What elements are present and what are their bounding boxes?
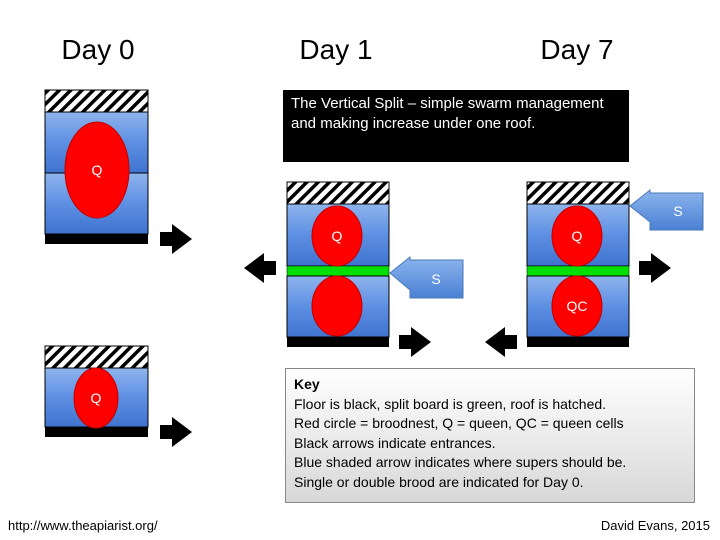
broodnest: [64, 121, 130, 219]
queen-label: Q: [332, 228, 343, 244]
roof: [44, 89, 149, 113]
floor: [527, 337, 629, 347]
entrance-arrow: [639, 253, 671, 283]
entrance-arrow: [160, 224, 192, 254]
key-line: Single or double brood are indicated for…: [294, 473, 584, 490]
footer-author: David Evans, 2015: [600, 518, 710, 533]
key-line: Black arrows indicate entrances.: [294, 434, 496, 451]
roof: [44, 345, 149, 369]
footer-url: http://www.theapiarist.org/: [8, 518, 158, 533]
queen-label: Q: [92, 162, 103, 178]
entrance-arrow: [485, 327, 517, 357]
key-heading: Key: [294, 376, 320, 392]
split-board: [286, 265, 390, 277]
split-board: [526, 265, 630, 277]
super-label: S: [431, 271, 440, 287]
queen-label: Q: [572, 228, 583, 244]
super-arrow: S: [389, 255, 464, 299]
broodnest: [551, 205, 603, 267]
broodnest: [551, 275, 603, 337]
day-1-label: Day 1: [299, 34, 373, 65]
broodnest: [311, 275, 363, 337]
day-0-label: Day 0: [61, 34, 135, 65]
day1-hive: Q: [286, 181, 390, 347]
day0-double-hive: Q: [44, 89, 149, 244]
diagram-title: The Vertical Split – simple swarm manage…: [283, 90, 629, 162]
entrance-arrow: [160, 417, 192, 447]
key-box: Key Floor is black, split board is green…: [285, 368, 695, 503]
key-line: Blue shaded arrow indicates where supers…: [294, 454, 627, 470]
floor: [45, 234, 148, 244]
broodnest: [73, 367, 119, 429]
key-line: Red circle = broodnest, Q = queen, QC = …: [294, 415, 624, 431]
super-label: S: [673, 203, 682, 219]
entrance-arrow: [399, 327, 431, 357]
floor: [287, 337, 389, 347]
key-line: Floor is black, split board is green, ro…: [294, 395, 607, 412]
entrance-arrow: [244, 253, 276, 283]
queen-label: Q: [91, 390, 102, 406]
queen-cells-label: QC: [567, 298, 588, 314]
day0-single-hive: Q: [44, 345, 149, 437]
day-7-label: Day 7: [540, 34, 614, 65]
broodnest: [311, 205, 363, 267]
super-arrow: S: [629, 188, 704, 231]
roof: [526, 181, 630, 205]
day7-hive: Q QC: [526, 181, 630, 347]
roof: [286, 181, 390, 205]
floor: [45, 427, 148, 437]
